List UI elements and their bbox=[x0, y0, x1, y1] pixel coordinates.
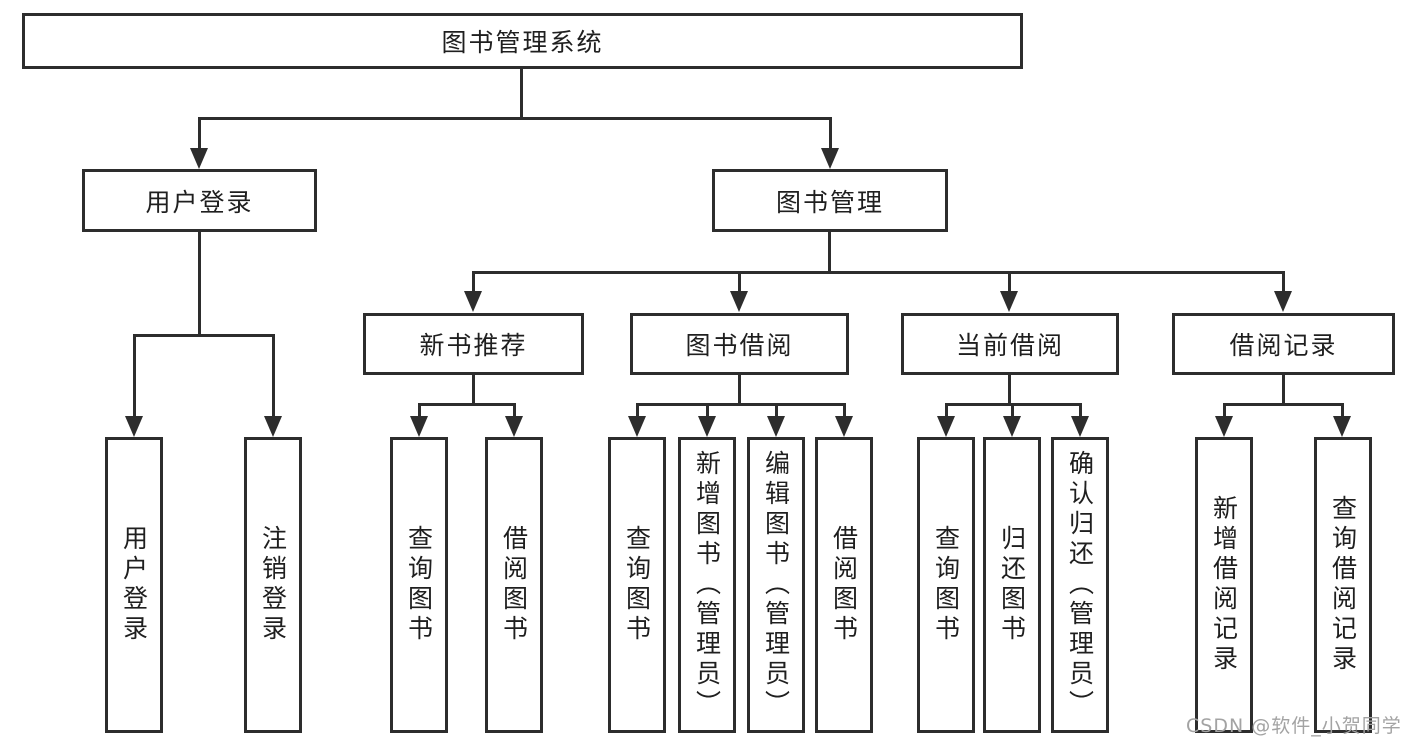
csdn-watermark: CSDN @软件_小贺同学 bbox=[1186, 715, 1402, 737]
node-leaf-borrow-books-recommend: 借阅图书 bbox=[485, 437, 543, 733]
connector-book-management-drop bbox=[828, 232, 831, 274]
arrow-to-return-books bbox=[1003, 416, 1021, 437]
node-leaf-logout: 注销登录 bbox=[244, 437, 302, 733]
connector-level2-rail bbox=[198, 117, 832, 120]
arrow-to-add-borrow-record bbox=[1215, 416, 1233, 437]
connector-borrowing-records-rail bbox=[1223, 403, 1344, 406]
arrow-to-borrowing-records bbox=[1274, 291, 1292, 312]
arrow-to-borrow-books-borrowing bbox=[835, 416, 853, 437]
connector-stub-borrow-books-recommend bbox=[513, 403, 516, 418]
connector-stub-query-books-borrowing bbox=[636, 403, 639, 418]
arrow-to-leaf-user-login bbox=[125, 416, 143, 437]
connector-stub-query-borrow-record bbox=[1341, 403, 1344, 418]
connector-stub-new-book-recommend bbox=[472, 271, 475, 293]
connector-user-login-rail bbox=[133, 334, 275, 337]
connector-stub-confirm-return-admin bbox=[1079, 403, 1082, 418]
node-user-login: 用户登录 bbox=[82, 169, 317, 232]
connector-stub-edit-books-admin bbox=[775, 403, 778, 418]
connector-user-login-drop bbox=[198, 232, 201, 337]
connector-stub-book-borrowing bbox=[738, 271, 741, 293]
arrow-to-query-books-current bbox=[937, 416, 955, 437]
connector-stub-book-management bbox=[829, 117, 832, 151]
node-leaf-confirm-return-admin: 确认归还（管理员） bbox=[1051, 437, 1109, 733]
arrow-to-new-book-recommend bbox=[464, 291, 482, 312]
arrow-to-borrow-books-recommend bbox=[505, 416, 523, 437]
node-borrowing-records: 借阅记录 bbox=[1172, 313, 1395, 375]
connector-book-borrowing-drop bbox=[738, 375, 741, 406]
arrow-to-query-books-recommend bbox=[410, 416, 428, 437]
connector-borrowing-records-drop bbox=[1282, 375, 1285, 406]
arrow-to-current-borrowing bbox=[1000, 291, 1018, 312]
arrow-to-leaf-logout bbox=[264, 416, 282, 437]
connector-stub-add-borrow-record bbox=[1223, 403, 1226, 418]
node-new-book-recommend: 新书推荐 bbox=[363, 313, 584, 375]
arrow-to-query-books-borrowing bbox=[628, 416, 646, 437]
arrow-to-query-borrow-record bbox=[1333, 416, 1351, 437]
connector-new-book-rail bbox=[418, 403, 516, 406]
node-leaf-user-login: 用户登录 bbox=[105, 437, 163, 733]
node-leaf-add-borrow-record: 新增借阅记录 bbox=[1195, 437, 1253, 733]
node-leaf-return-books: 归还图书 bbox=[983, 437, 1041, 733]
connector-stub-borrowing-records bbox=[1282, 271, 1285, 293]
node-leaf-borrow-books-borrowing: 借阅图书 bbox=[815, 437, 873, 733]
connector-stub-leaf-user-login bbox=[133, 334, 136, 418]
connector-stub-borrow-books-borrowing bbox=[843, 403, 846, 418]
node-leaf-query-books-borrowing: 查询图书 bbox=[608, 437, 666, 733]
node-current-borrowing: 当前借阅 bbox=[901, 313, 1119, 375]
arrow-to-edit-books-admin bbox=[767, 416, 785, 437]
connector-stub-query-books-recommend bbox=[418, 403, 421, 418]
connector-root-drop bbox=[520, 69, 523, 120]
node-leaf-query-books-recommend: 查询图书 bbox=[390, 437, 448, 733]
connector-stub-add-books-admin bbox=[706, 403, 709, 418]
connector-book-borrowing-rail bbox=[636, 403, 846, 406]
connector-stub-current-borrowing bbox=[1008, 271, 1011, 293]
connector-new-book-drop bbox=[472, 375, 475, 406]
connector-stub-return-books bbox=[1011, 403, 1014, 418]
arrow-to-user-login bbox=[190, 148, 208, 169]
node-root-library-system: 图书管理系统 bbox=[22, 13, 1023, 69]
connector-level3-rail bbox=[472, 271, 1285, 274]
node-leaf-add-books-admin: 新增图书（管理员） bbox=[678, 437, 736, 733]
node-book-management: 图书管理 bbox=[712, 169, 948, 232]
node-book-borrowing: 图书借阅 bbox=[630, 313, 849, 375]
arrow-to-book-borrowing bbox=[730, 291, 748, 312]
connector-stub-query-books-current bbox=[945, 403, 948, 418]
node-leaf-edit-books-admin: 编辑图书（管理员） bbox=[747, 437, 805, 733]
connector-current-borrowing-drop bbox=[1008, 375, 1011, 406]
connector-stub-leaf-logout bbox=[272, 334, 275, 418]
node-leaf-query-books-current: 查询图书 bbox=[917, 437, 975, 733]
arrow-to-book-management bbox=[821, 148, 839, 169]
node-leaf-query-borrow-record: 查询借阅记录 bbox=[1314, 437, 1372, 733]
connector-stub-user-login bbox=[198, 117, 201, 151]
arrow-to-confirm-return-admin bbox=[1071, 416, 1089, 437]
arrow-to-add-books-admin bbox=[698, 416, 716, 437]
